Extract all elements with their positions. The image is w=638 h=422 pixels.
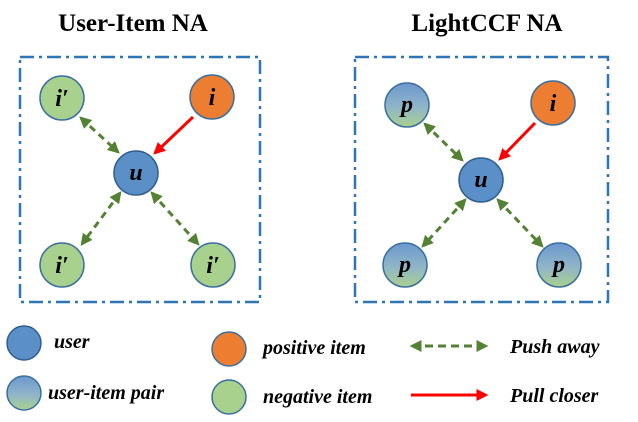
- legend-label: Pull closer: [509, 385, 599, 407]
- positive-item-node: i: [530, 80, 576, 126]
- negative-item-node: i′: [39, 242, 85, 288]
- user-node: u: [113, 150, 159, 196]
- legend-user-item-pair: user-item pair: [6, 375, 164, 411]
- node-label: i′: [55, 86, 68, 112]
- negative-item-node: i′: [190, 242, 236, 288]
- push-edge: [150, 191, 200, 246]
- legend-pull-closer: Pull closer: [411, 385, 599, 407]
- legend-label: user-item pair: [48, 382, 164, 404]
- user-node: u: [458, 157, 504, 203]
- legend-label: user: [54, 331, 90, 353]
- push-edge: [423, 122, 464, 162]
- node-label: u: [129, 160, 142, 186]
- legend-user-swatch: [6, 325, 42, 361]
- pull-edge: [498, 121, 537, 161]
- panel-frame: [18, 55, 262, 304]
- legend-positive-swatch: [211, 331, 247, 367]
- legend-label: Push away: [509, 336, 600, 358]
- user-item-pair-node: p: [382, 242, 428, 288]
- legend-negative-swatch: [211, 379, 247, 415]
- node-label: i: [209, 85, 216, 111]
- user-item-pair-node: p: [384, 82, 430, 128]
- node-label: i′: [55, 253, 68, 279]
- push-edge: [496, 198, 544, 248]
- legend-pair-swatch: [6, 375, 42, 411]
- legend-user: user: [6, 325, 90, 361]
- panel-title: User-Item NA: [58, 10, 208, 37]
- push-edge: [421, 198, 467, 248]
- positive-item-node: i: [189, 74, 235, 120]
- panel-lightccf-na: LightCCF NA p i u p p: [353, 10, 610, 304]
- node-label: p: [399, 92, 413, 118]
- legend: user user-item pair positive item negati…: [6, 325, 600, 415]
- negative-item-node: i′: [39, 75, 85, 121]
- panel-title: LightCCF NA: [411, 10, 562, 37]
- node-label: p: [397, 252, 411, 278]
- push-edge: [79, 116, 120, 154]
- node-label: p: [551, 252, 565, 278]
- push-edge: [80, 191, 122, 246]
- legend-negative-item: negative item: [211, 379, 372, 415]
- node-label: i′: [206, 253, 219, 279]
- node-label: i: [550, 91, 557, 117]
- node-label: u: [474, 167, 487, 193]
- panel-frame: [353, 55, 610, 304]
- legend-label: positive item: [261, 337, 366, 359]
- user-item-pair-node: p: [536, 242, 582, 288]
- panel-user-item-na: User-Item NA i′ i u i′ i′: [18, 10, 262, 304]
- legend-positive-item: positive item: [211, 331, 366, 367]
- legend-label: negative item: [263, 386, 372, 408]
- legend-push-away: Push away: [409, 336, 600, 358]
- pull-edge: [153, 115, 195, 155]
